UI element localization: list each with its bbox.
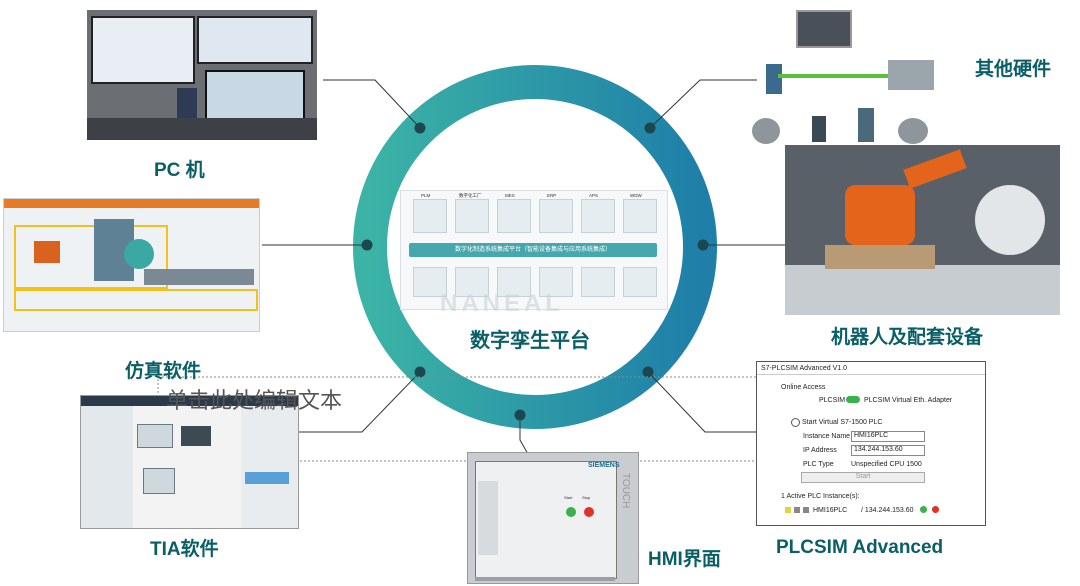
instance-row-name: HMI16PLC <box>813 507 848 514</box>
run-icon[interactable] <box>920 506 927 513</box>
module-label: 数字化工厂 <box>459 193 482 198</box>
ip-address-label: IP Address <box>803 447 837 454</box>
equipment-tile <box>455 267 489 297</box>
ring-dot-sim <box>361 239 373 251</box>
instance-name-field[interactable]: HMI16PLC <box>851 431 925 442</box>
hmi-brand: SIEMENS <box>588 462 620 469</box>
label-simulation: 仿真软件 <box>125 361 202 382</box>
equipment-tile <box>539 267 573 297</box>
ring-dot-other-hw <box>644 122 656 134</box>
adapter-label: PLCSIM Virtual Eth. Adapter <box>864 397 953 404</box>
pc-photo <box>87 10 317 140</box>
hmi-stop-label: Stop <box>582 495 591 500</box>
label-other-hardware: 其他硬件 <box>975 59 1052 80</box>
plc-type-label: PLC Type <box>803 461 834 468</box>
module-label: ERP <box>547 193 557 198</box>
label-tia: TIA软件 <box>150 539 219 560</box>
hmi-side-text: TOUCH <box>620 473 631 509</box>
collapse-icon[interactable] <box>791 418 800 427</box>
platform-screenshot: PLM 数字化工厂 MES ERP APS WDW 数字化制造系统集成平台（智能… <box>400 190 668 310</box>
module-label: MES <box>505 193 515 198</box>
online-toggle[interactable] <box>846 396 860 403</box>
start-button[interactable]: Start <box>801 472 925 483</box>
platform-bar: 数字化制造系统集成平台（智能设备集成与应用系统集成） <box>409 243 657 257</box>
ring-dot-hmi <box>514 409 526 421</box>
simulation-screenshot <box>3 198 260 332</box>
hmi-start-indicator <box>566 507 576 517</box>
online-access-label: Online Access <box>781 384 826 391</box>
label-robot: 机器人及配套设备 <box>831 327 984 348</box>
plcsim-title: S7-PLCSIM Advanced V1.0 <box>761 365 847 372</box>
module-tile <box>581 199 615 233</box>
watermark-text: NANEAL <box>440 290 564 317</box>
connector-tia <box>285 371 421 433</box>
status-icon <box>785 507 791 513</box>
equipment-tile <box>581 267 615 297</box>
connector-pc <box>323 79 421 129</box>
equipment-tile <box>623 267 657 297</box>
close-icon[interactable] <box>932 506 939 513</box>
module-tile <box>539 199 573 233</box>
module-label: APS <box>589 193 599 198</box>
ring-dot-robot <box>697 239 709 251</box>
ip-address-field[interactable]: 134.244.153.60 <box>851 445 925 456</box>
other-hardware-photo <box>748 10 938 146</box>
label-plcsim: PLCSIM Advanced <box>776 537 944 558</box>
label-hmi: HMI界面 <box>648 549 721 570</box>
module-tile <box>623 199 657 233</box>
ring-dot-tia <box>414 366 426 378</box>
plc-type-select[interactable]: Unspecified CPU 1500 <box>851 461 922 468</box>
module-label: WDW <box>630 193 642 198</box>
active-instances-label: 1 Active PLC Instance(s): <box>781 493 860 500</box>
equipment-tile <box>497 267 531 297</box>
module-label: PLM <box>421 193 431 198</box>
connector-other-hw <box>649 79 757 129</box>
robot-photo <box>785 145 1060 315</box>
module-tile <box>413 199 447 233</box>
equipment-tile <box>413 267 447 297</box>
tia-screenshot <box>80 395 299 529</box>
ring-dot-pc <box>414 122 426 134</box>
center-title: 数字孪生平台 <box>470 330 590 352</box>
module-tile <box>497 199 531 233</box>
plcsim-panel: S7-PLCSIM Advanced V1.0 Online Access PL… <box>756 361 986 526</box>
status-icon <box>794 507 800 513</box>
instance-name-label: Instance Name <box>803 433 851 440</box>
hmi-start-label: Start <box>564 495 573 500</box>
hmi-stop-indicator <box>584 507 594 517</box>
hmi-panel: SIEMENS TOUCH Start Stop <box>467 452 639 584</box>
start-virtual-label: Start Virtual S7-1500 PLC <box>802 419 883 426</box>
ring-dot-plcsim <box>642 366 654 378</box>
label-pc: PC 机 <box>154 160 205 181</box>
status-icon <box>803 507 809 513</box>
connector-plcsim <box>647 371 760 433</box>
placeholder-text[interactable]: 单击此处编辑文本 <box>166 388 343 413</box>
module-tile <box>455 199 489 233</box>
plcsim-mode-label: PLCSIM <box>819 397 846 404</box>
instance-row-ip: / 134.244.153.60 <box>861 507 914 514</box>
